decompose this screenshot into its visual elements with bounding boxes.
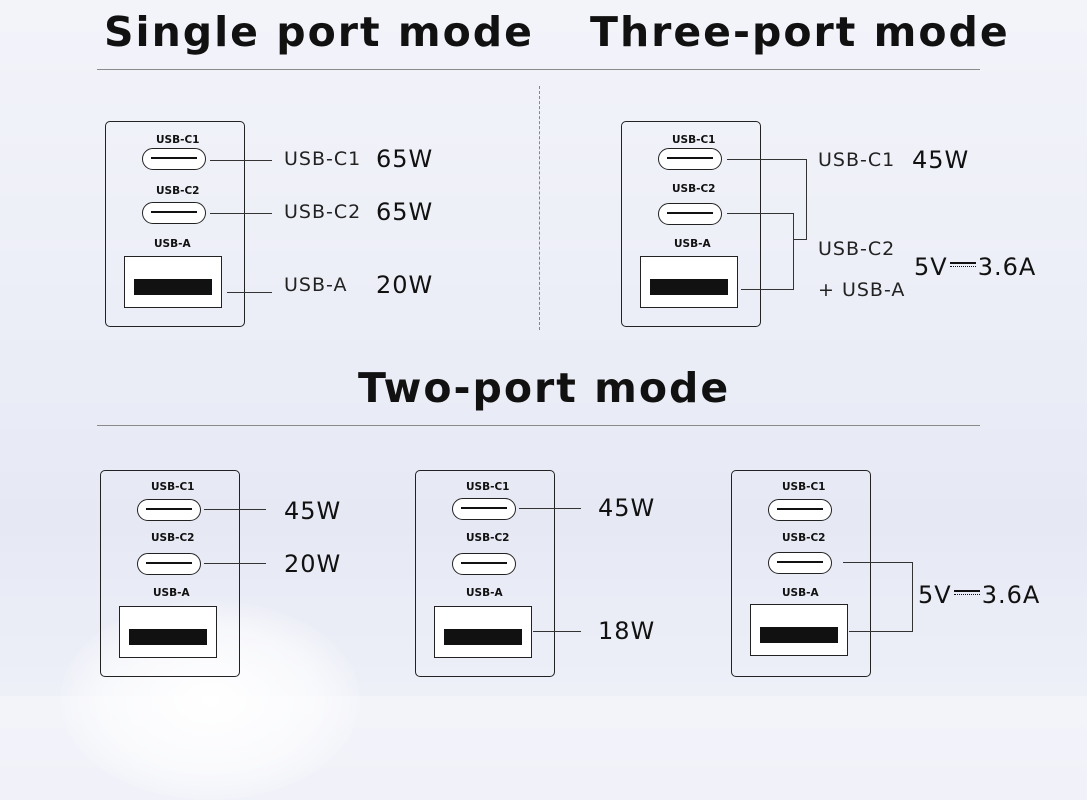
two-port-charger-c2-a: USB-C1 USB-C2 USB-A [731, 470, 871, 677]
a-port-label: USB-A [153, 587, 190, 599]
leader-line [727, 213, 793, 214]
c2-port-label: USB-C2 [782, 532, 826, 544]
c1-port-label: USB-C1 [672, 134, 716, 146]
usb-c2-port [768, 552, 832, 574]
usb-c1-port [658, 148, 722, 170]
single-c1-label: USB-C1 [284, 148, 362, 170]
leader-line [210, 213, 272, 214]
usb-c1-port [142, 148, 206, 170]
usb-c2-port [658, 203, 722, 225]
a-port-label: USB-A [466, 587, 503, 599]
single-c1-power: 65W [376, 145, 434, 173]
amps-value: 3.6A [981, 581, 1041, 609]
a-port-label: USB-A [674, 238, 711, 250]
single-a-label: USB-A [284, 274, 348, 296]
section-separator [539, 86, 540, 330]
three-port-charger: USB-C1 USB-C2 USB-A [621, 121, 761, 327]
top-divider [97, 69, 980, 70]
leader-line [204, 563, 266, 564]
two-p3-output: 5V 3.6A [918, 581, 1040, 609]
single-a-power: 20W [376, 271, 434, 299]
c2-port-label: USB-C2 [151, 532, 195, 544]
a-port-label: USB-A [782, 587, 819, 599]
three-combo-output: 5V 3.6A [914, 253, 1036, 281]
c1-port-label: USB-C1 [156, 134, 200, 146]
single-c2-label: USB-C2 [284, 201, 362, 223]
two-p2-c1-power: 45W [598, 494, 656, 522]
bracket-line [806, 159, 807, 240]
usb-c1-port [452, 498, 516, 520]
bracket-line [793, 213, 794, 290]
c2-port-label: USB-C2 [466, 532, 510, 544]
single-c2-power: 65W [376, 198, 434, 226]
bracket-line [912, 562, 913, 632]
usb-c2-port [137, 553, 201, 575]
leader-line [204, 509, 266, 510]
two-p2-a-power: 18W [598, 617, 656, 645]
a-port-label: USB-A [154, 238, 191, 250]
usb-a-port [124, 256, 222, 308]
usb-c1-port [137, 499, 201, 521]
bracket-line [793, 239, 806, 240]
two-p1-c2-power: 20W [284, 550, 342, 578]
usb-a-port [750, 604, 848, 656]
two-port-heading: Two-port mode [358, 364, 731, 412]
three-combo-label-1: USB-C2 [818, 238, 896, 260]
leader-line [519, 508, 581, 509]
volts-value: 5V [918, 581, 952, 609]
three-c1-power: 45W [912, 146, 970, 174]
c1-port-label: USB-C1 [466, 481, 510, 493]
leader-line [210, 160, 272, 161]
c1-port-label: USB-C1 [782, 481, 826, 493]
leader-line [741, 289, 793, 290]
dc-symbol-icon [953, 590, 980, 596]
three-c1-label: USB-C1 [818, 149, 896, 171]
two-port-charger-c1-a: USB-C1 USB-C2 USB-A [415, 470, 555, 677]
dc-symbol-icon [949, 262, 976, 268]
leader-line [227, 292, 272, 293]
volts-value: 5V [914, 253, 948, 281]
leader-line [727, 159, 806, 160]
c2-port-label: USB-C2 [156, 185, 200, 197]
two-p1-c1-power: 45W [284, 497, 342, 525]
single-port-charger: USB-C1 USB-C2 USB-A [105, 121, 245, 327]
usb-c1-port [768, 499, 832, 521]
c1-port-label: USB-C1 [151, 481, 195, 493]
usb-a-port [434, 606, 532, 658]
leader-line [533, 631, 581, 632]
usb-c2-port [452, 553, 516, 575]
leader-line [843, 562, 912, 563]
usb-a-port [640, 256, 738, 308]
c2-port-label: USB-C2 [672, 183, 716, 195]
three-combo-label-2: + USB-A [818, 279, 906, 301]
single-port-heading: Single port mode [104, 8, 534, 56]
two-port-charger-c1-c2: USB-C1 USB-C2 USB-A [100, 470, 240, 677]
usb-a-port [119, 606, 217, 658]
three-port-heading: Three-port mode [590, 8, 1010, 56]
middle-divider [97, 425, 980, 426]
usb-c2-port [142, 202, 206, 224]
leader-line [849, 631, 912, 632]
amps-value: 3.6A [977, 253, 1037, 281]
